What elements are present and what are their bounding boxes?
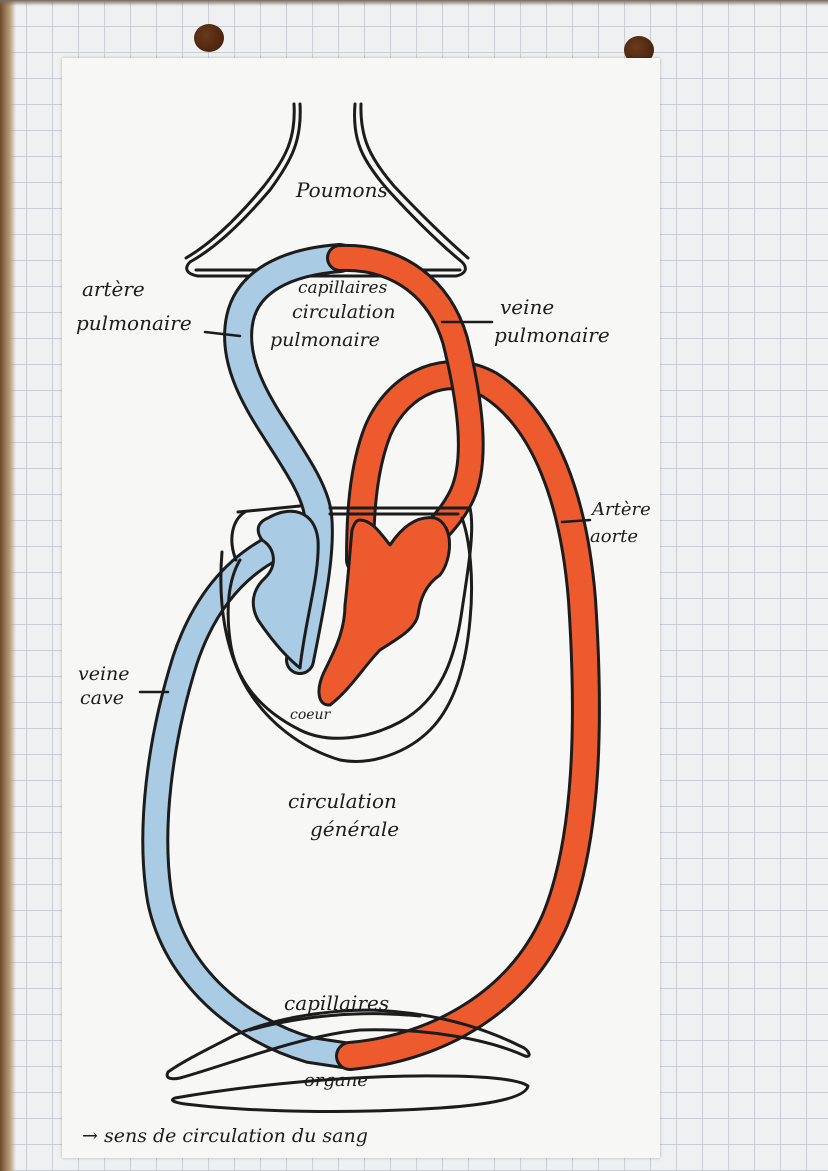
label-artere-pulmonaire-2: pulmonaire <box>76 311 192 335</box>
left-heart-chamber <box>317 516 451 707</box>
label-artere-aorte-1: Artère <box>590 499 651 520</box>
binder-hole-left <box>194 24 224 52</box>
leader-lines <box>138 320 592 694</box>
label-veine-pulmonaire-1: veine <box>500 295 554 319</box>
label-coeur: coeur <box>290 707 332 723</box>
notebook-edge-top <box>0 0 828 6</box>
label-circulation-generale-2: générale <box>310 817 399 841</box>
legend-sens-circulation: → sens de circulation du sang <box>82 1125 368 1147</box>
label-circulation-generale-1: circulation <box>288 789 397 813</box>
label-capillaires-pulmonaires-3: pulmonaire <box>270 329 380 351</box>
label-capillaires: capillaires <box>284 991 389 1015</box>
label-capillaires-pulmonaires-2: circulation <box>292 301 395 323</box>
label-veine-cave-2: cave <box>80 687 124 709</box>
label-veine-cave-1: veine <box>78 663 130 685</box>
notebook-edge <box>0 0 16 1171</box>
label-poumons: Poumons <box>295 178 388 202</box>
label-veine-pulmonaire-2: pulmonaire <box>494 323 610 347</box>
aorta-fill <box>338 363 598 1068</box>
organ-outline <box>165 1008 531 1113</box>
label-organe: organe <box>304 1070 368 1091</box>
right-heart-chamber <box>251 509 320 670</box>
label-artere-pulmonaire-1: artère <box>82 277 145 301</box>
label-artere-aorte-2: aorte <box>590 526 638 547</box>
label-capillaires-pulmonaires-1: capillaires <box>298 278 388 298</box>
heart-outline <box>219 504 474 763</box>
